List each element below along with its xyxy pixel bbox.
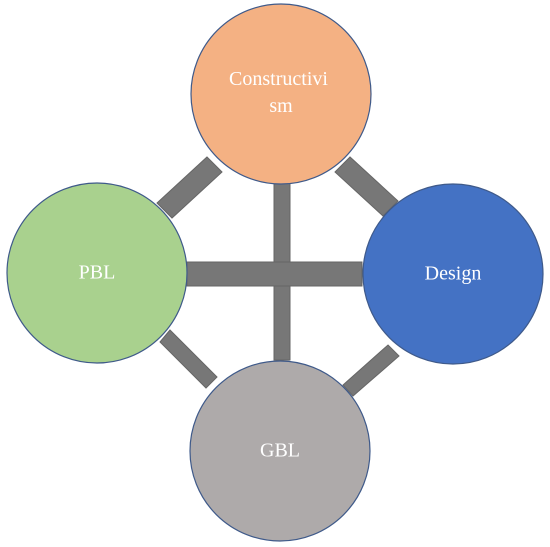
node-constructivism-label-line-1: Constructivi: [229, 68, 328, 90]
node-pbl: PBL: [6, 182, 188, 364]
node-constructivism-label: Constructivi sm: [229, 68, 333, 117]
node-gbl: GBL: [189, 360, 371, 542]
node-design-circle: [362, 183, 544, 365]
connector-constructivism-pbl: [156, 156, 223, 219]
node-pbl-circle: [6, 182, 188, 364]
connector-design-gbl: [342, 344, 400, 397]
node-pbl-label: PBL: [79, 262, 116, 284]
node-design-label: Design: [425, 263, 482, 285]
node-gbl-circle: [189, 360, 371, 542]
connector-pbl-design: [186, 261, 363, 287]
node-design: Design: [362, 183, 544, 365]
connector-pbl-gbl: [159, 329, 218, 389]
node-gbl-label: GBL: [260, 440, 300, 462]
node-constructivism-circle: [190, 3, 372, 185]
connectors-layer: [156, 156, 400, 397]
nodes-layer: Constructivi sm PBL Design GBL: [6, 3, 544, 542]
node-constructivism: Constructivi sm: [190, 3, 372, 185]
node-constructivism-label-line-2: sm: [269, 95, 293, 117]
connector-constructivism-design: [334, 156, 399, 217]
